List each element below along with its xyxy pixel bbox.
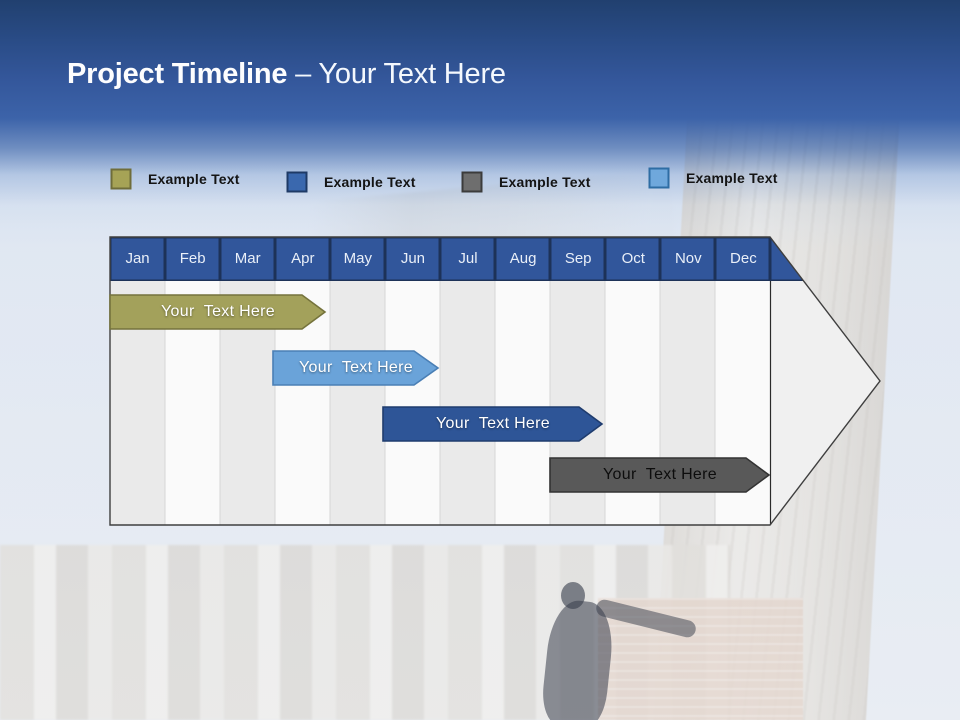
bar-label: Your Text Here <box>161 303 275 320</box>
bar-label: Your Text Here <box>299 359 413 376</box>
legend-swatch-icon <box>461 171 483 193</box>
legend-label: Example Text <box>686 170 778 186</box>
legend-item[interactable]: Example Text <box>286 171 416 193</box>
month-cell: Oct <box>621 250 645 267</box>
bar-label: Your Text Here <box>603 466 717 483</box>
legend-item[interactable]: Example Text <box>461 171 591 193</box>
background-top-gradient <box>0 0 960 250</box>
month-cell: Nov <box>674 250 702 267</box>
timeline-bar[interactable]: Your Text Here <box>382 406 604 442</box>
bar-arrow-shape <box>549 457 771 493</box>
month-cell: Dec <box>730 250 757 267</box>
legend-label: Example Text <box>148 171 240 187</box>
legend-label: Example Text <box>324 174 416 190</box>
month-cell: Aug <box>509 250 537 267</box>
month-cell: Jun <box>400 250 426 267</box>
timeline-bar[interactable]: Your Text Here <box>109 294 331 330</box>
slide-title-placeholder: – Your Text Here <box>287 58 506 90</box>
month-cell: Jul <box>458 250 478 267</box>
month-cell: May <box>343 250 373 267</box>
month-header-cells <box>111 238 802 280</box>
legend-swatch-icon <box>110 168 132 190</box>
month-cell: Apr <box>291 250 315 267</box>
month-cell: Jan <box>125 250 150 267</box>
legend-label: Example Text <box>499 174 591 190</box>
bar-label: Your Text Here <box>436 415 550 432</box>
bar-arrow-shape <box>109 294 327 330</box>
legend-item[interactable]: Example Text <box>110 168 240 190</box>
slide-title[interactable]: Project Timeline – Your Text Here <box>67 58 506 91</box>
legend-swatch-icon <box>286 171 308 193</box>
legend-item[interactable]: Example Text <box>648 167 778 189</box>
timeline-bar[interactable]: Your Text Here <box>272 350 494 386</box>
legend-swatch-icon <box>648 167 670 189</box>
month-cell: Mar <box>234 250 261 267</box>
slide-title-bold: Project Timeline <box>67 58 288 90</box>
timeline-bar[interactable]: Your Text Here <box>549 457 771 493</box>
month-header-row: Jan Feb Mar Apr May Jun Jul Aug Sep Oct … <box>110 237 771 280</box>
month-cell: Feb <box>179 250 206 267</box>
bar-arrow-shape <box>382 406 604 442</box>
bar-arrow-shape <box>272 350 440 386</box>
background-statue-head <box>561 582 585 609</box>
month-cell: Sep <box>564 250 592 267</box>
